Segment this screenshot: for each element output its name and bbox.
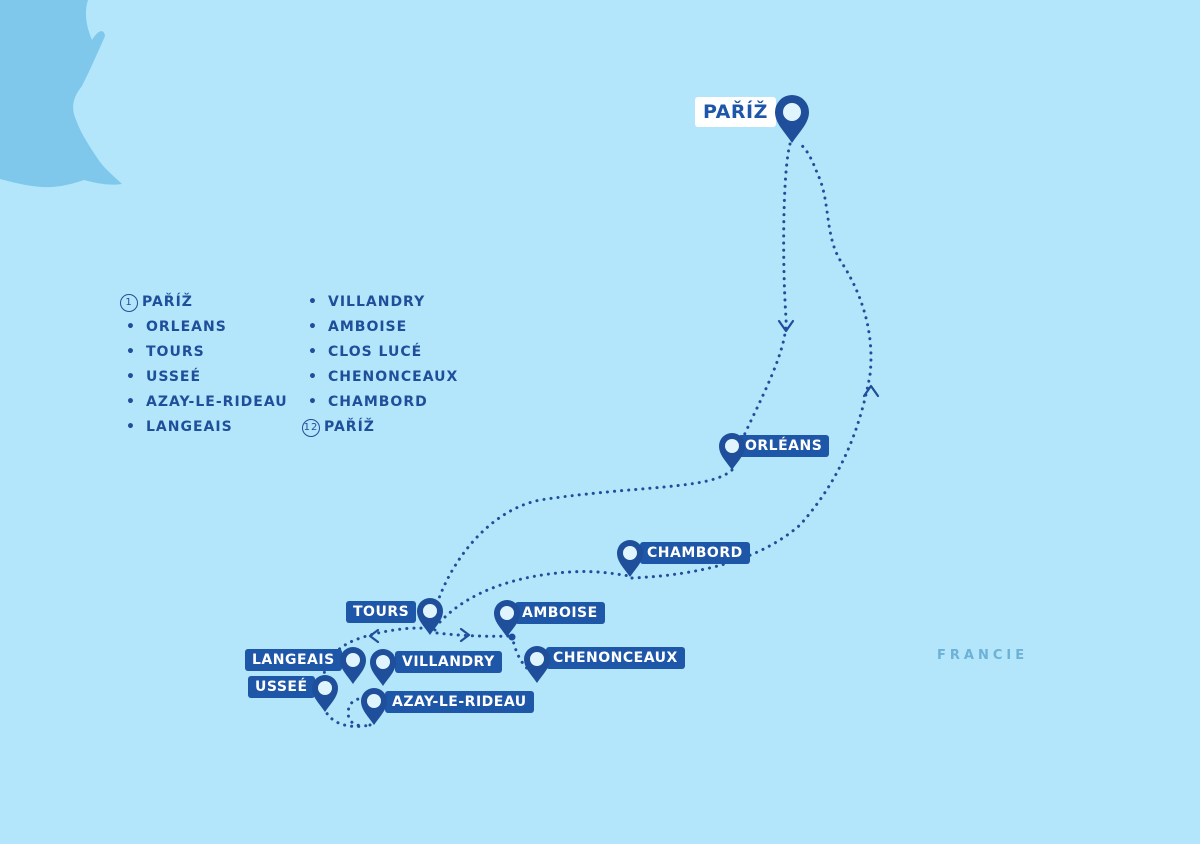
arrow-right-icon [459,627,471,643]
route-amboise-chambord [438,570,632,624]
map-pin-icon [775,95,809,143]
legend-item: • TOURS [120,340,288,365]
legend-item: • CHAMBORD [302,390,458,415]
bullet-icon: • [308,344,318,360]
route-paris-orleans [740,142,792,442]
legend-label: LANGEAIS [146,419,233,435]
bullet-icon: • [308,319,318,335]
arrow-up-icon [862,384,880,398]
legend-label: CHAMBORD [328,394,428,410]
bullet-icon: • [126,369,136,385]
bullet-icon: • [126,419,136,435]
legend-item: • AZAY-LE-RIDEAU [120,390,288,415]
junction-dot [508,633,516,641]
map-pin-icon [719,433,745,470]
map-pin-icon [494,600,520,637]
legend-label: USSEÉ [146,369,202,385]
bullet-icon: • [126,319,136,335]
legend-item: • ORLEANS [120,315,288,340]
route-chambord-paris [630,140,873,580]
map-pin-icon [361,688,387,725]
legend-label: PAŘÍŽ [324,419,375,435]
legend-item: • CHENONCEAUX [302,365,458,390]
legend-label: ORLEANS [146,319,227,335]
country-label: FRANCIE [937,648,1029,663]
step-number-icon: 12 [302,418,320,437]
place-label-villandry: VILLANDRY [395,651,502,673]
place-label-langeais: LANGEAIS [245,649,342,671]
map-pin-icon [417,598,443,635]
legend-label: VILLANDRY [328,294,426,310]
bullet-icon: • [126,344,136,360]
legend-label: AZAY-LE-RIDEAU [146,394,288,410]
legend-item: • LANGEAIS [120,415,288,440]
bullet-icon: • [126,394,136,410]
map-pin-icon [524,646,550,683]
route-tours-amboise [428,630,512,638]
map-pin-icon [617,540,643,577]
bullet-icon: • [308,394,318,410]
arrow-left-icon [368,628,380,644]
arrow-down-icon [777,319,795,333]
place-label-orleans: ORLÉANS [738,435,830,457]
legend-label: AMBOISE [328,319,408,335]
legend-item: • VILLANDRY [302,290,458,315]
place-label-paris: PAŘÍŽ [695,97,776,127]
legend-label: PAŘÍŽ [142,294,193,310]
place-label-chambord: CHAMBORD [640,542,750,564]
map-pin-icon [340,647,366,684]
place-label-ussee: USSEÉ [248,676,315,698]
map-pin-icon [312,675,338,712]
place-label-chenonceaux: CHENONCEAUX [546,647,685,669]
bullet-icon: • [308,294,318,310]
place-label-tours: TOURS [346,601,417,623]
legend-label: CHENONCEAUX [328,369,459,385]
map-pin-icon [370,649,396,686]
step-number-icon: 1 [120,293,138,312]
legend-column-2: • VILLANDRY • AMBOISE • CLOS LUCÉ • CHENONCE… [302,290,458,440]
legend-item: • CLOS LUCÉ [302,340,458,365]
place-label-amboise: AMBOISE [515,602,605,624]
legend-item: • USSEÉ [120,365,288,390]
legend-item: • AMBOISE [302,315,458,340]
legend-label: CLOS LUCÉ [328,344,423,360]
coastline-land [0,0,122,188]
place-label-azay: AZAY-LE-RIDEAU [385,691,534,713]
legend-label: TOURS [146,344,205,360]
bullet-icon: • [308,369,318,385]
